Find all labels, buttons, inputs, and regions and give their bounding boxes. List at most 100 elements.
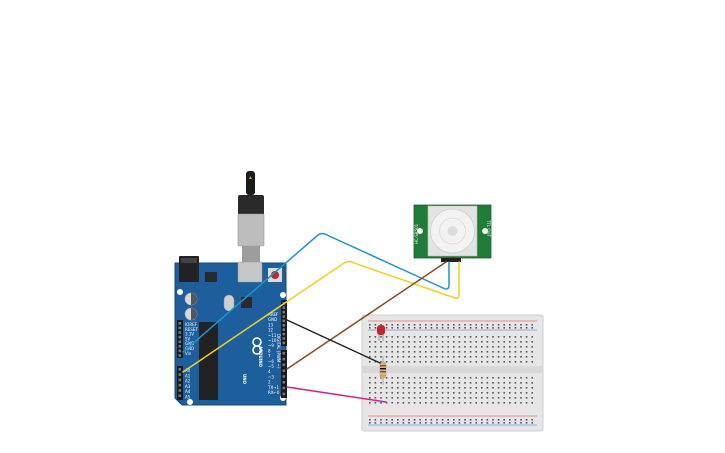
breadboard-hole[interactable] <box>385 422 388 424</box>
breadboard-hole[interactable] <box>385 402 388 404</box>
breadboard-hole[interactable] <box>475 346 477 348</box>
breadboard-hole[interactable] <box>509 351 511 353</box>
header-pin[interactable] <box>178 354 182 357</box>
breadboard-hole[interactable] <box>503 341 505 343</box>
breadboard-hole[interactable] <box>430 419 433 421</box>
breadboard-hole[interactable] <box>436 356 438 358</box>
breadboard-hole[interactable] <box>441 422 444 424</box>
breadboard-hole[interactable] <box>475 402 477 404</box>
breadboard-hole[interactable] <box>408 422 410 424</box>
breadboard-hole[interactable] <box>486 351 489 353</box>
breadboard-hole[interactable] <box>514 397 517 399</box>
breadboard-hole[interactable] <box>419 327 421 329</box>
breadboard-hole[interactable] <box>402 341 405 343</box>
breadboard-hole[interactable] <box>413 361 416 363</box>
breadboard-hole[interactable] <box>369 377 371 379</box>
breadboard-hole[interactable] <box>419 402 421 404</box>
breadboard-hole[interactable] <box>453 351 455 353</box>
breadboard-hole[interactable] <box>520 351 522 353</box>
breadboard-hole[interactable] <box>509 341 511 343</box>
breadboard-hole[interactable] <box>374 346 377 348</box>
breadboard-hole[interactable] <box>436 361 438 363</box>
breadboard-hole[interactable] <box>503 361 505 363</box>
breadboard-hole[interactable] <box>413 387 416 389</box>
breadboard-hole[interactable] <box>369 346 371 348</box>
breadboard-hole[interactable] <box>453 402 455 404</box>
breadboard-hole[interactable] <box>509 346 511 348</box>
breadboard-hole[interactable] <box>481 336 483 338</box>
breadboard-hole[interactable] <box>447 336 449 338</box>
breadboard-hole[interactable] <box>425 346 427 348</box>
breadboard-hole[interactable] <box>492 336 494 338</box>
breadboard-hole[interactable] <box>453 387 455 389</box>
breadboard-hole[interactable] <box>374 397 377 399</box>
breadboard-hole[interactable] <box>425 377 427 379</box>
breadboard-hole[interactable] <box>430 377 433 379</box>
breadboard-hole[interactable] <box>509 402 511 404</box>
breadboard-hole[interactable] <box>525 422 528 424</box>
header-pin[interactable] <box>178 322 182 325</box>
breadboard-hole[interactable] <box>497 341 500 343</box>
breadboard-hole[interactable] <box>475 422 477 424</box>
breadboard-hole[interactable] <box>514 327 517 329</box>
breadboard-hole[interactable] <box>374 382 377 384</box>
breadboard-hole[interactable] <box>430 324 433 326</box>
breadboard-hole[interactable] <box>497 397 500 399</box>
digital-header-1[interactable] <box>281 300 287 346</box>
breadboard-hole[interactable] <box>475 419 477 421</box>
breadboard-hole[interactable] <box>447 402 449 404</box>
breadboard-hole[interactable] <box>464 336 466 338</box>
breadboard-hole[interactable] <box>447 327 449 329</box>
breadboard-hole[interactable] <box>380 422 382 424</box>
header-pin[interactable] <box>282 324 286 327</box>
breadboard-hole[interactable] <box>402 397 405 399</box>
breadboard-hole[interactable] <box>520 387 522 389</box>
breadboard-hole[interactable] <box>441 419 444 421</box>
breadboard-hole[interactable] <box>497 402 500 404</box>
breadboard-hole[interactable] <box>492 377 494 379</box>
breadboard-holes[interactable] <box>369 324 533 424</box>
breadboard-hole[interactable] <box>469 377 472 379</box>
breadboard-hole[interactable] <box>397 324 399 326</box>
breadboard-hole[interactable] <box>481 341 483 343</box>
breadboard-hole[interactable] <box>391 387 393 389</box>
breadboard-hole[interactable] <box>430 392 433 394</box>
breadboard-hole[interactable] <box>492 327 494 329</box>
breadboard-hole[interactable] <box>436 382 438 384</box>
breadboard-hole[interactable] <box>436 341 438 343</box>
wire-pir-power[interactable] <box>182 260 460 373</box>
header-pin[interactable] <box>282 386 286 390</box>
breadboard[interactable] <box>361 314 544 432</box>
breadboard-hole[interactable] <box>509 382 511 384</box>
breadboard-hole[interactable] <box>369 351 371 353</box>
breadboard-hole[interactable] <box>486 419 489 421</box>
breadboard-hole[interactable] <box>514 377 517 379</box>
breadboard-hole[interactable] <box>509 361 511 363</box>
header-pin[interactable] <box>282 363 286 367</box>
breadboard-hole[interactable] <box>397 387 399 389</box>
breadboard-hole[interactable] <box>391 346 393 348</box>
breadboard-hole[interactable] <box>509 377 511 379</box>
breadboard-hole[interactable] <box>475 341 477 343</box>
breadboard-hole[interactable] <box>441 327 444 329</box>
breadboard-hole[interactable] <box>430 387 433 389</box>
breadboard-hole[interactable] <box>453 341 455 343</box>
breadboard-hole[interactable] <box>531 377 533 379</box>
breadboard-hole[interactable] <box>458 392 461 394</box>
breadboard-hole[interactable] <box>492 397 494 399</box>
breadboard-hole[interactable] <box>509 392 511 394</box>
breadboard-hole[interactable] <box>469 356 472 358</box>
breadboard-hole[interactable] <box>413 422 416 424</box>
breadboard-hole[interactable] <box>419 351 421 353</box>
breadboard-hole[interactable] <box>509 336 511 338</box>
breadboard-hole[interactable] <box>436 402 438 404</box>
breadboard-hole[interactable] <box>391 351 393 353</box>
breadboard-hole[interactable] <box>391 336 393 338</box>
breadboard-hole[interactable] <box>475 324 477 326</box>
breadboard-hole[interactable] <box>413 356 416 358</box>
breadboard-hole[interactable] <box>514 356 517 358</box>
breadboard-hole[interactable] <box>402 419 405 421</box>
breadboard-hole[interactable] <box>380 361 382 363</box>
header-pin[interactable] <box>178 335 182 339</box>
breadboard-hole[interactable] <box>531 397 533 399</box>
